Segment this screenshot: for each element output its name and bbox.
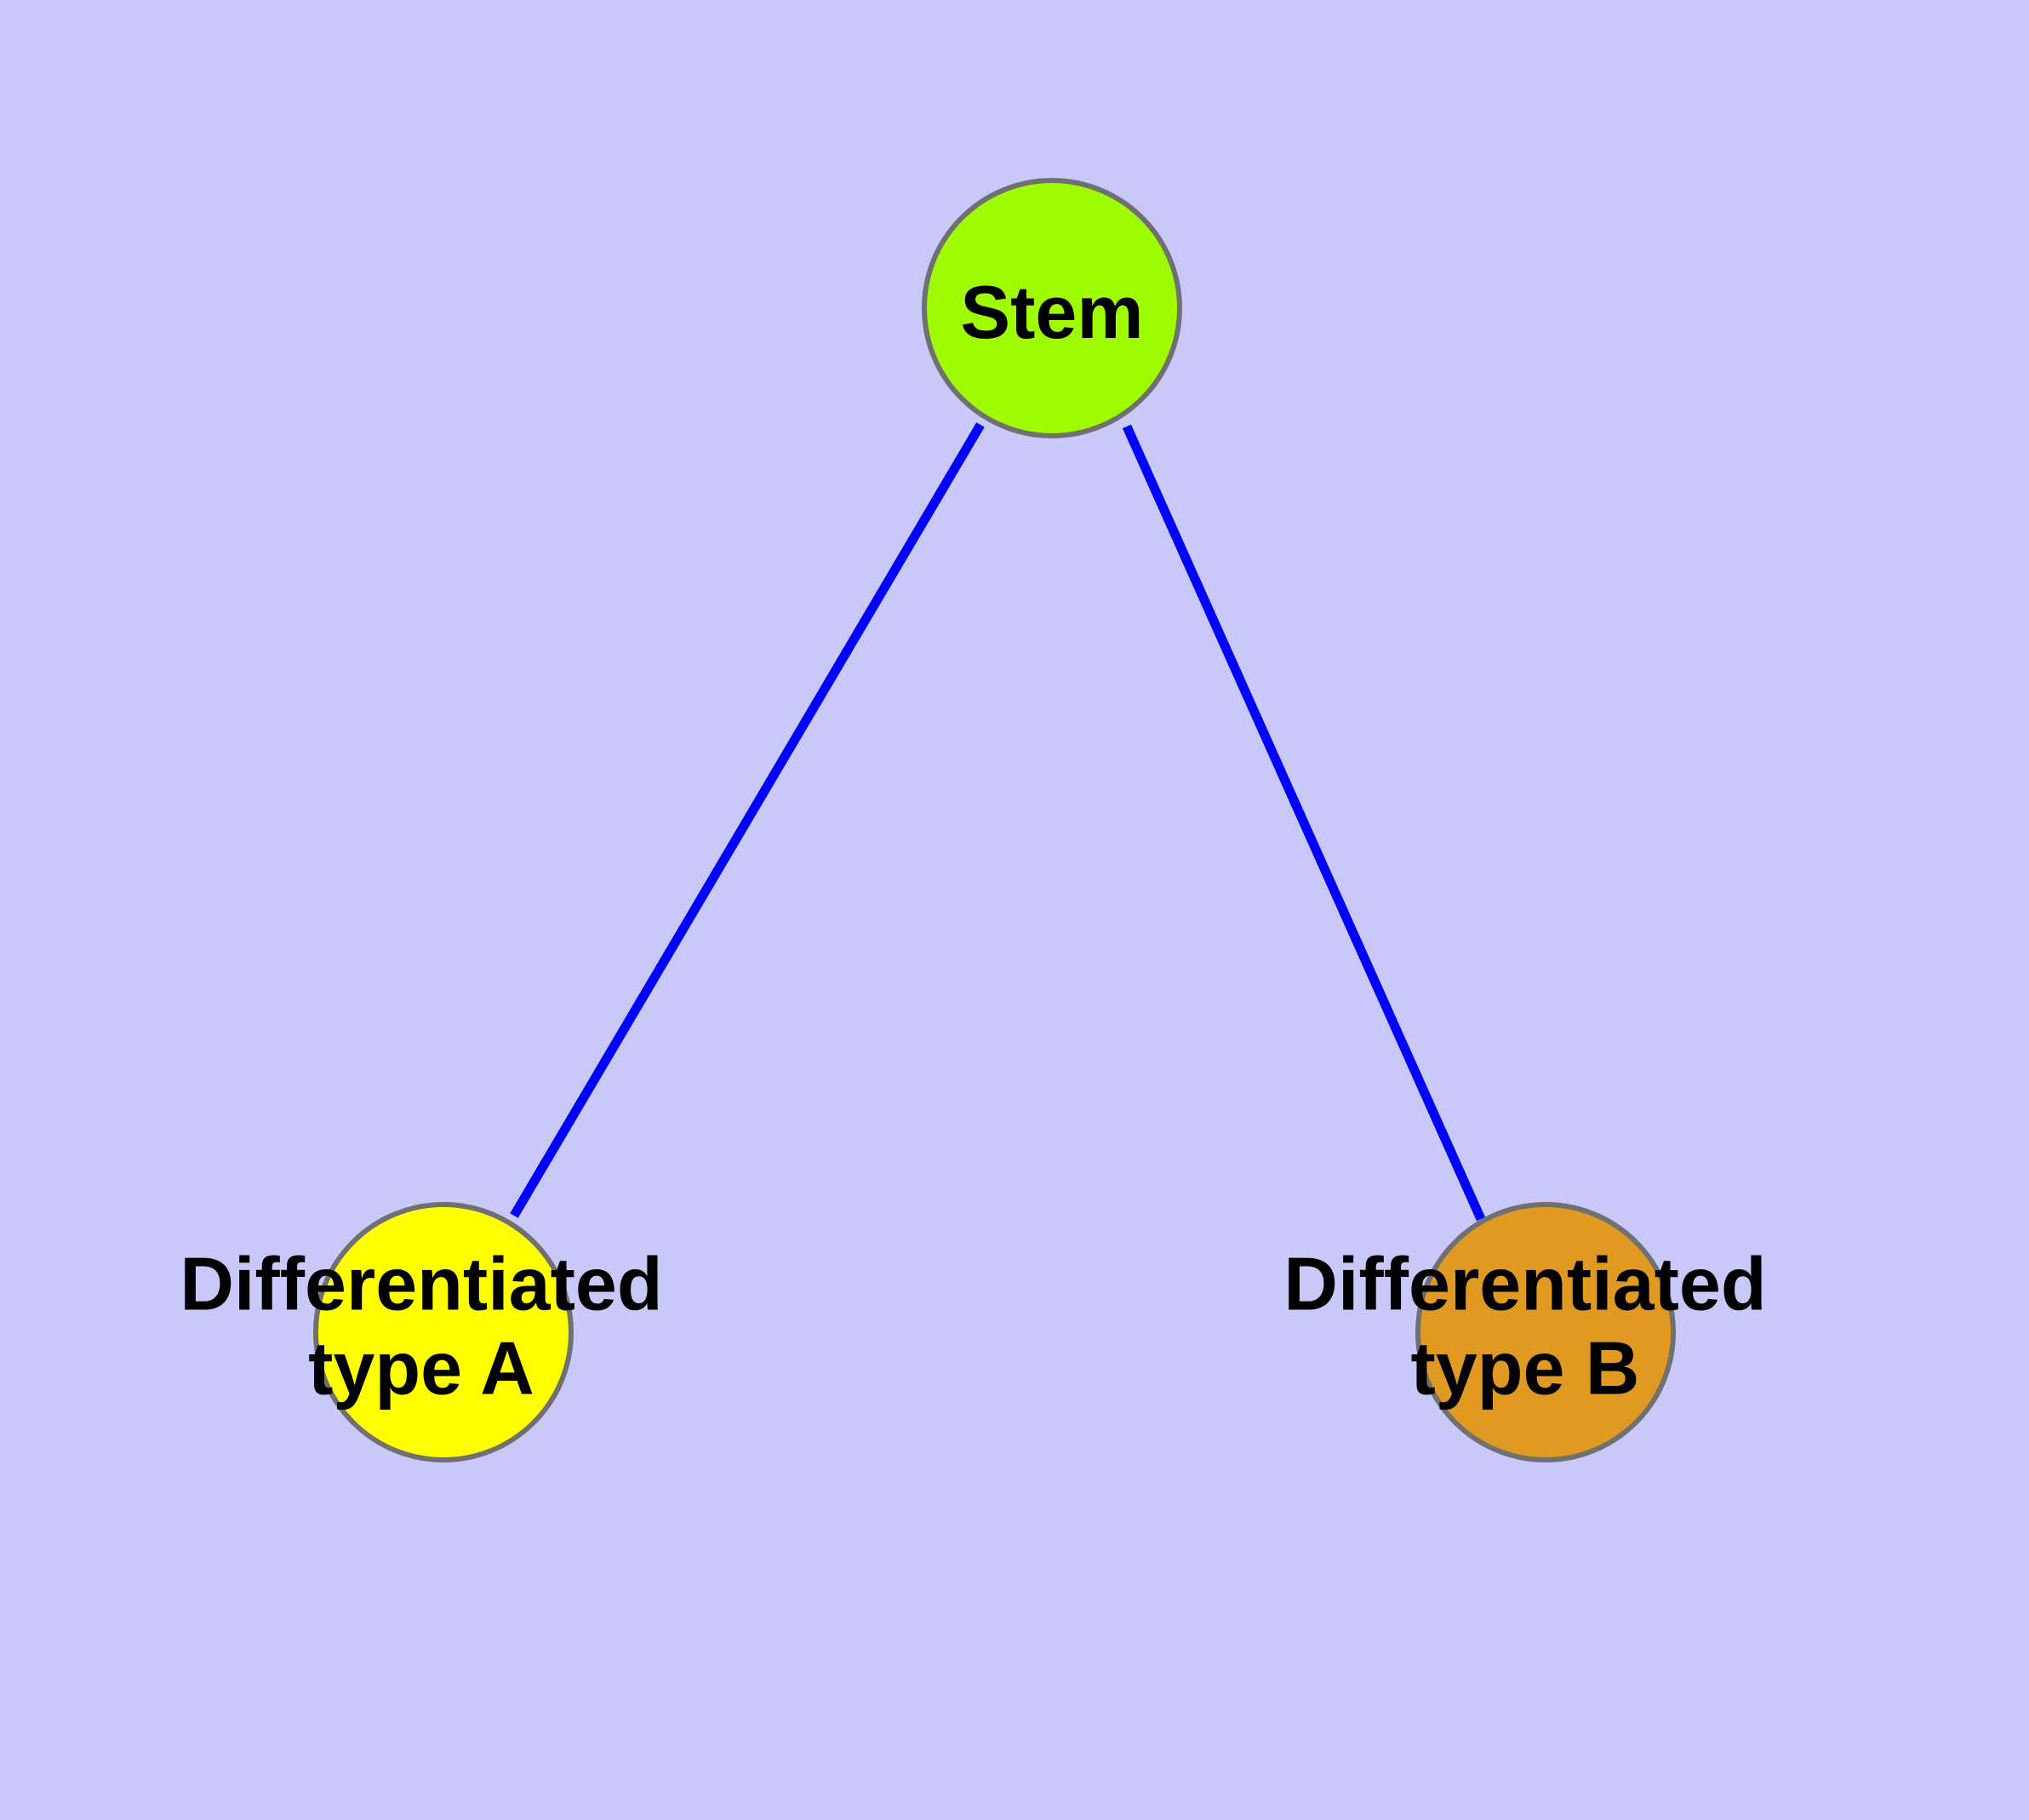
node-differentiated-type-a[interactable] xyxy=(313,1202,574,1462)
edges-layer xyxy=(510,422,1486,1222)
edge-stem-to-differentiated-type-a[interactable] xyxy=(510,422,985,1218)
node-label-line: type A xyxy=(308,1326,534,1411)
node-stem[interactable] xyxy=(922,178,1182,438)
edge-stem-to-differentiated-type-b[interactable] xyxy=(1122,424,1486,1222)
node-label-line: Differentiated xyxy=(1283,1242,1766,1326)
node-label-line: type B xyxy=(1411,1326,1640,1411)
node-label-stem: Stem xyxy=(960,270,1143,354)
node-label-line: Differentiated xyxy=(180,1242,662,1326)
node-differentiated-type-b[interactable] xyxy=(1415,1202,1676,1462)
nodes-layer xyxy=(313,178,1676,1462)
node-label-line: Stem xyxy=(960,270,1143,354)
